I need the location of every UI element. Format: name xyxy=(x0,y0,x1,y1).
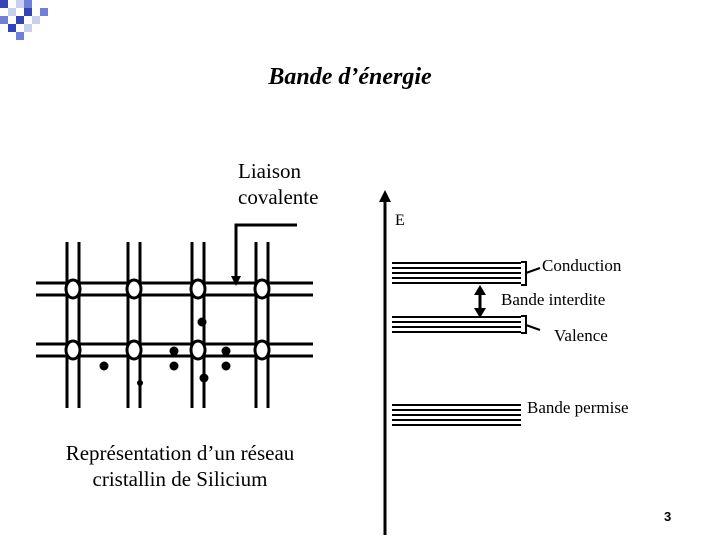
energy-axis-label: E xyxy=(395,212,405,229)
allowed-band xyxy=(392,404,521,426)
caption-line1: Représentation d’un réseau xyxy=(65,441,295,465)
silicon-atoms xyxy=(64,278,271,361)
corner-decoration xyxy=(0,0,48,40)
liaison-label-line1: Liaison xyxy=(238,159,301,183)
electrons xyxy=(99,317,231,386)
silicon-lattice xyxy=(36,223,313,408)
conduction-band xyxy=(392,262,521,284)
page-number: 3 xyxy=(664,509,672,524)
band-gap-label: Bande interdite xyxy=(501,290,606,309)
allowed-band-label: Bande permise xyxy=(527,398,629,417)
valence-band xyxy=(392,316,521,333)
energy-axis-arrowhead xyxy=(379,190,391,202)
liaison-pointer xyxy=(231,223,297,286)
page-title: Bande d’énergie xyxy=(268,64,432,90)
lattice-vertical-bonds xyxy=(65,242,270,408)
caption-line2: cristallin de Silicium xyxy=(92,467,268,491)
band-gap-arrow xyxy=(474,285,486,318)
band-brackets xyxy=(521,261,541,334)
liaison-covalente-label: Liaison covalente xyxy=(238,158,318,210)
liaison-label-line2: covalente xyxy=(238,185,319,209)
lattice-caption: Représentation d’un réseau cristallin de… xyxy=(30,440,330,492)
valence-label: Valence xyxy=(554,326,608,345)
energy-band-diagram xyxy=(379,190,541,535)
conduction-label: Conduction xyxy=(542,256,622,275)
